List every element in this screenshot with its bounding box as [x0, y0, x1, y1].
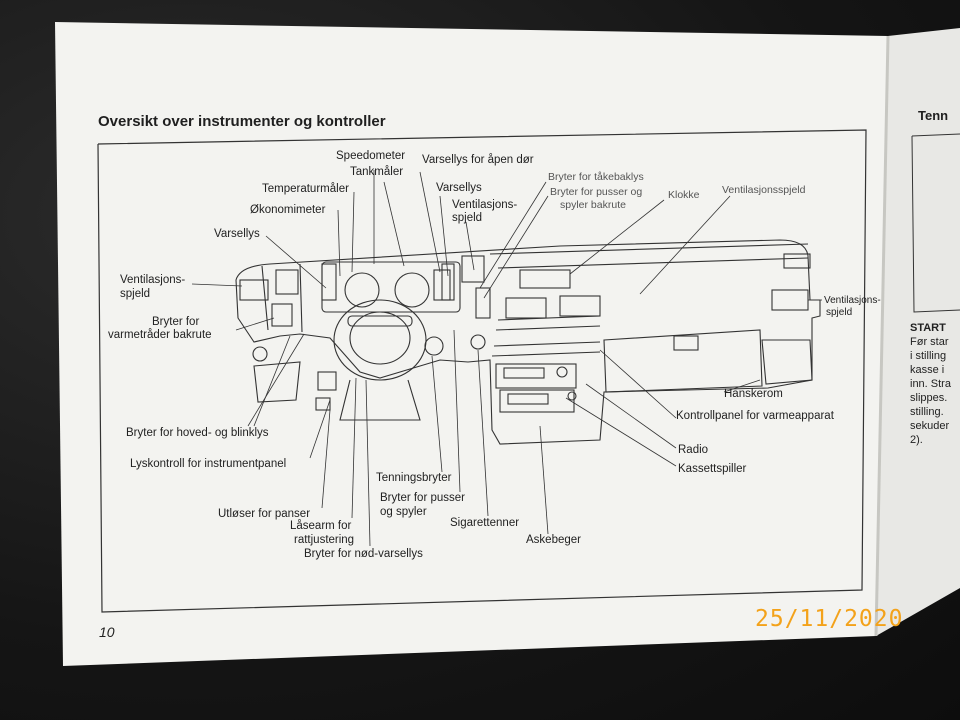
label-okonomimeter: Økonomimeter: [250, 204, 326, 216]
label-sigarettenner: Sigarettenner: [450, 517, 520, 529]
label-ventilasjonsspjeld-center-2: spjeld: [452, 212, 483, 224]
label-lasearm-2: rattjustering: [294, 534, 355, 546]
page-number: 10: [99, 624, 115, 640]
label-ventilasjonsspjeld-top: Ventilasjonsspjeld: [722, 184, 806, 196]
label-bryter-pusser-spyler: Bryter for pusser: [380, 492, 465, 504]
label-lasearm: Låsearm for: [290, 520, 352, 532]
right-page-line: sekuder: [910, 420, 950, 432]
label-hanskerom: Hanskerom: [724, 388, 783, 400]
leader-lines: [191, 170, 822, 547]
right-page-line: kasse i: [910, 364, 945, 376]
label-kontrollpanel-varmeapparat: Kontrollpanel for varmeapparat: [676, 410, 834, 422]
label-bryter-pusser-bakrute-2: spyler bakrute: [560, 199, 626, 211]
label-tankmaler: Tankmåler: [350, 166, 404, 178]
label-lyskontroll: Lyskontroll for instrumentpanel: [130, 458, 287, 470]
label-radio: Radio: [678, 444, 709, 456]
label-bryter-takebaklys: Bryter for tåkebaklys: [548, 171, 644, 183]
label-bryter-varmetrader: Bryter for: [152, 316, 200, 328]
right-page-title: Tenn: [918, 108, 949, 123]
diagram-frame: [97, 129, 867, 613]
page-title: Oversikt over instrumenter og kontroller: [98, 113, 386, 130]
label-ventilasjonsspjeld-right: Ventilasjons-: [824, 295, 881, 306]
label-tenningsbryter: Tenningsbryter: [376, 472, 452, 484]
label-bryter-varmetrader-2: varmetråder bakrute: [108, 329, 212, 341]
label-klokke: Klokke: [668, 189, 700, 201]
label-bryter-pusser-spyler-2: og spyler: [380, 506, 427, 518]
label-askebeger: Askebeger: [526, 534, 581, 546]
label-bryter-pusser-bakrute: Bryter for pusser og: [550, 186, 643, 198]
label-ventilasjonsspjeld-left: Ventilasjons-: [120, 274, 186, 286]
right-page-line: 2).: [910, 434, 923, 446]
label-ventilasjonsspjeld-right-2: spjeld: [826, 307, 853, 318]
label-varsellys-left: Varsellys: [214, 228, 260, 240]
label-utloser-panser: Utløser for panser: [218, 508, 311, 520]
label-varsellys-center: Varsellys: [436, 182, 482, 194]
dashboard-drawing: [235, 239, 821, 445]
date-stamp: 25/11/2020: [755, 606, 904, 632]
label-speedometer: Speedometer: [336, 150, 406, 162]
right-page-line: i stilling: [910, 350, 947, 362]
label-bryter-nodvarsellys: Bryter for nød-varsellys: [304, 548, 423, 560]
right-page-line: inn. Stra: [910, 378, 951, 390]
label-ventilasjonsspjeld-left-2: spjeld: [120, 288, 151, 300]
label-bryter-hoved-blinklys: Bryter for hoved- og blinklys: [126, 427, 269, 439]
label-varsellys-apen-dor: Varsellys for åpen dør: [422, 154, 534, 166]
right-page-heading: START: [910, 322, 946, 334]
label-ventilasjonsspjeld-center: Ventilasjons-: [452, 199, 518, 211]
right-page-line: slippes.: [910, 392, 948, 404]
right-page-line: stilling.: [910, 406, 944, 418]
label-kassettspiller: Kassettspiller: [678, 463, 747, 475]
right-page-line: Før star: [910, 336, 949, 348]
label-temperaturmaler: Temperaturmåler: [262, 183, 349, 195]
right-page: [876, 28, 960, 636]
